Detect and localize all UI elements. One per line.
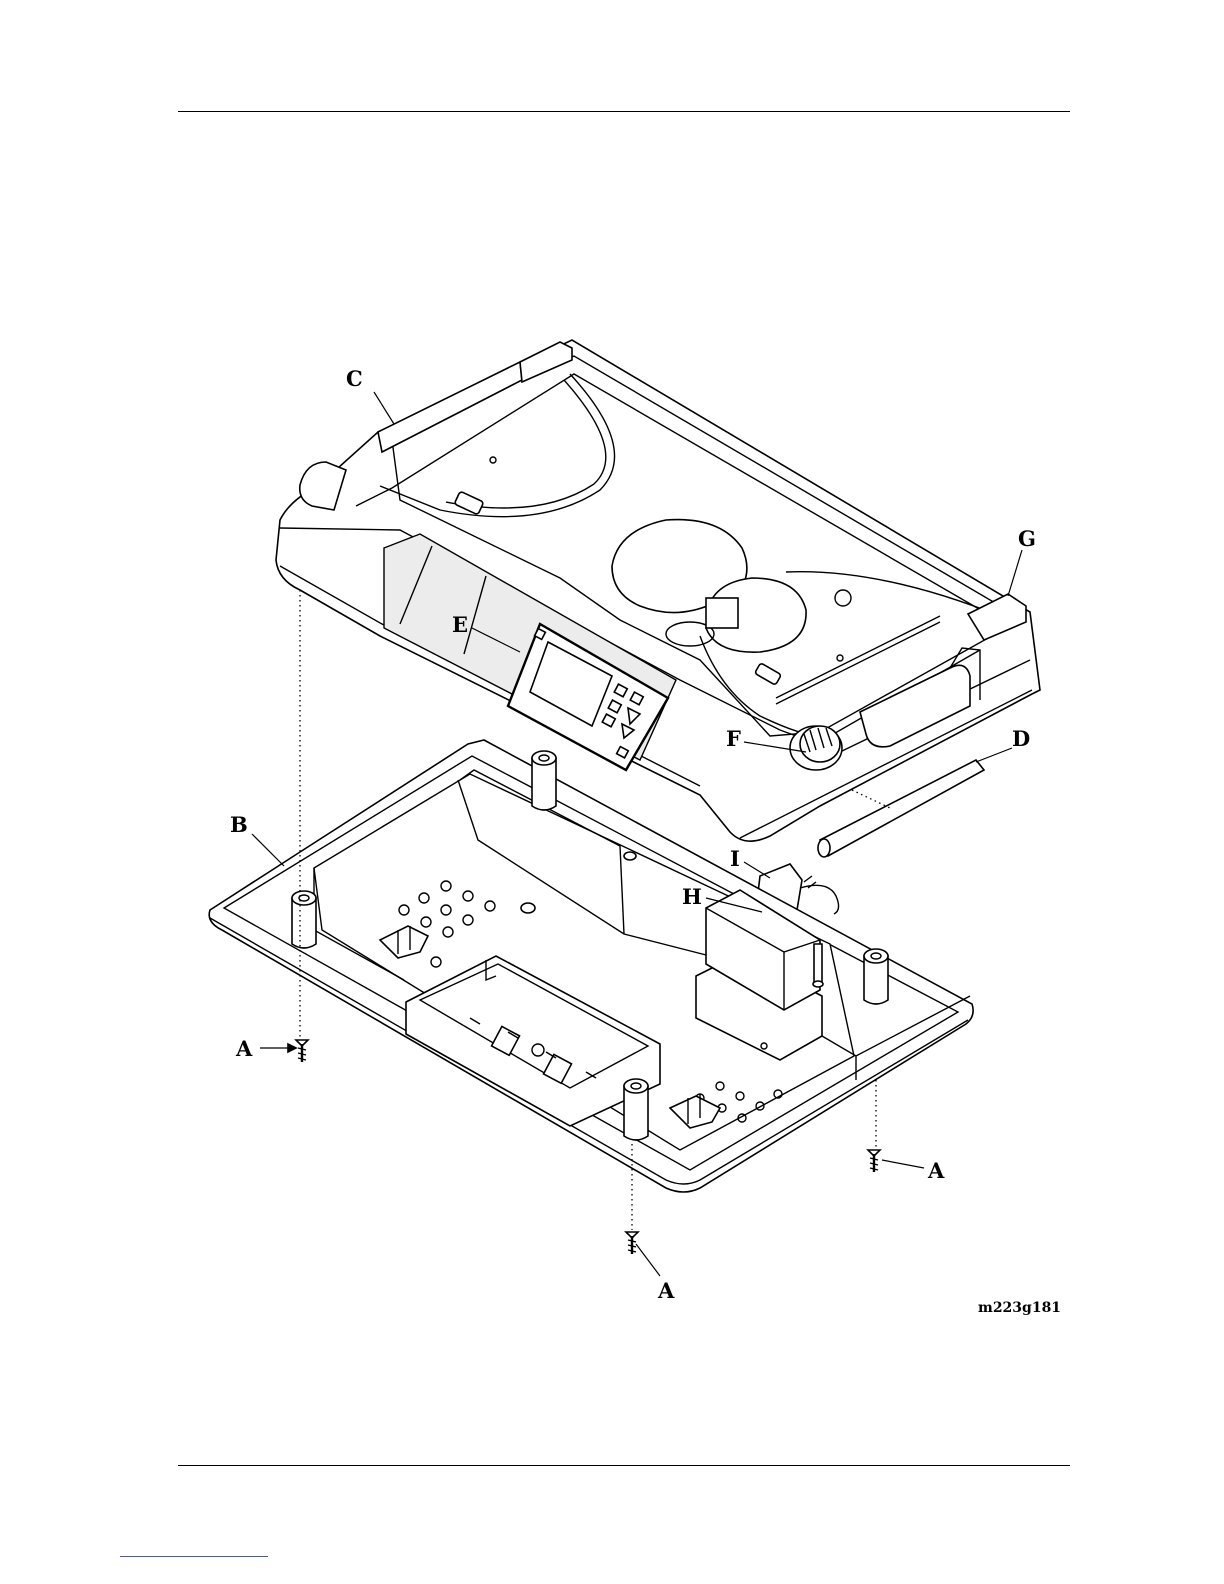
boss-center xyxy=(624,852,636,860)
standoff-post-1 xyxy=(292,891,316,948)
callout-i: I xyxy=(730,846,740,871)
callout-a-right: A xyxy=(927,1158,945,1183)
top-cover xyxy=(276,340,1040,841)
callout-c: C xyxy=(346,366,363,391)
callout-g: G xyxy=(1018,526,1036,551)
screw-bottom xyxy=(626,1232,638,1254)
sensor-cable xyxy=(800,885,839,914)
base-tray xyxy=(209,740,973,1192)
boss-left xyxy=(521,903,535,913)
block-rod xyxy=(814,944,822,984)
screw-left xyxy=(296,1040,308,1062)
screw-right xyxy=(868,1150,880,1172)
callout-a-left: A xyxy=(235,1036,253,1061)
callout-h: H xyxy=(682,884,702,909)
callout-b: B xyxy=(230,812,248,837)
cup-divider-block xyxy=(706,598,738,628)
standoff-post-2 xyxy=(532,751,556,810)
standoff-post-4 xyxy=(624,1079,648,1140)
right-knob xyxy=(800,726,840,762)
callout-d: D xyxy=(1012,726,1030,751)
callout-f: F xyxy=(726,726,741,751)
callout-a-bottom: A xyxy=(657,1278,675,1303)
figure-id: m223g181 xyxy=(978,1300,1061,1316)
callout-e: E xyxy=(452,612,468,637)
standoff-post-3 xyxy=(864,949,888,1004)
